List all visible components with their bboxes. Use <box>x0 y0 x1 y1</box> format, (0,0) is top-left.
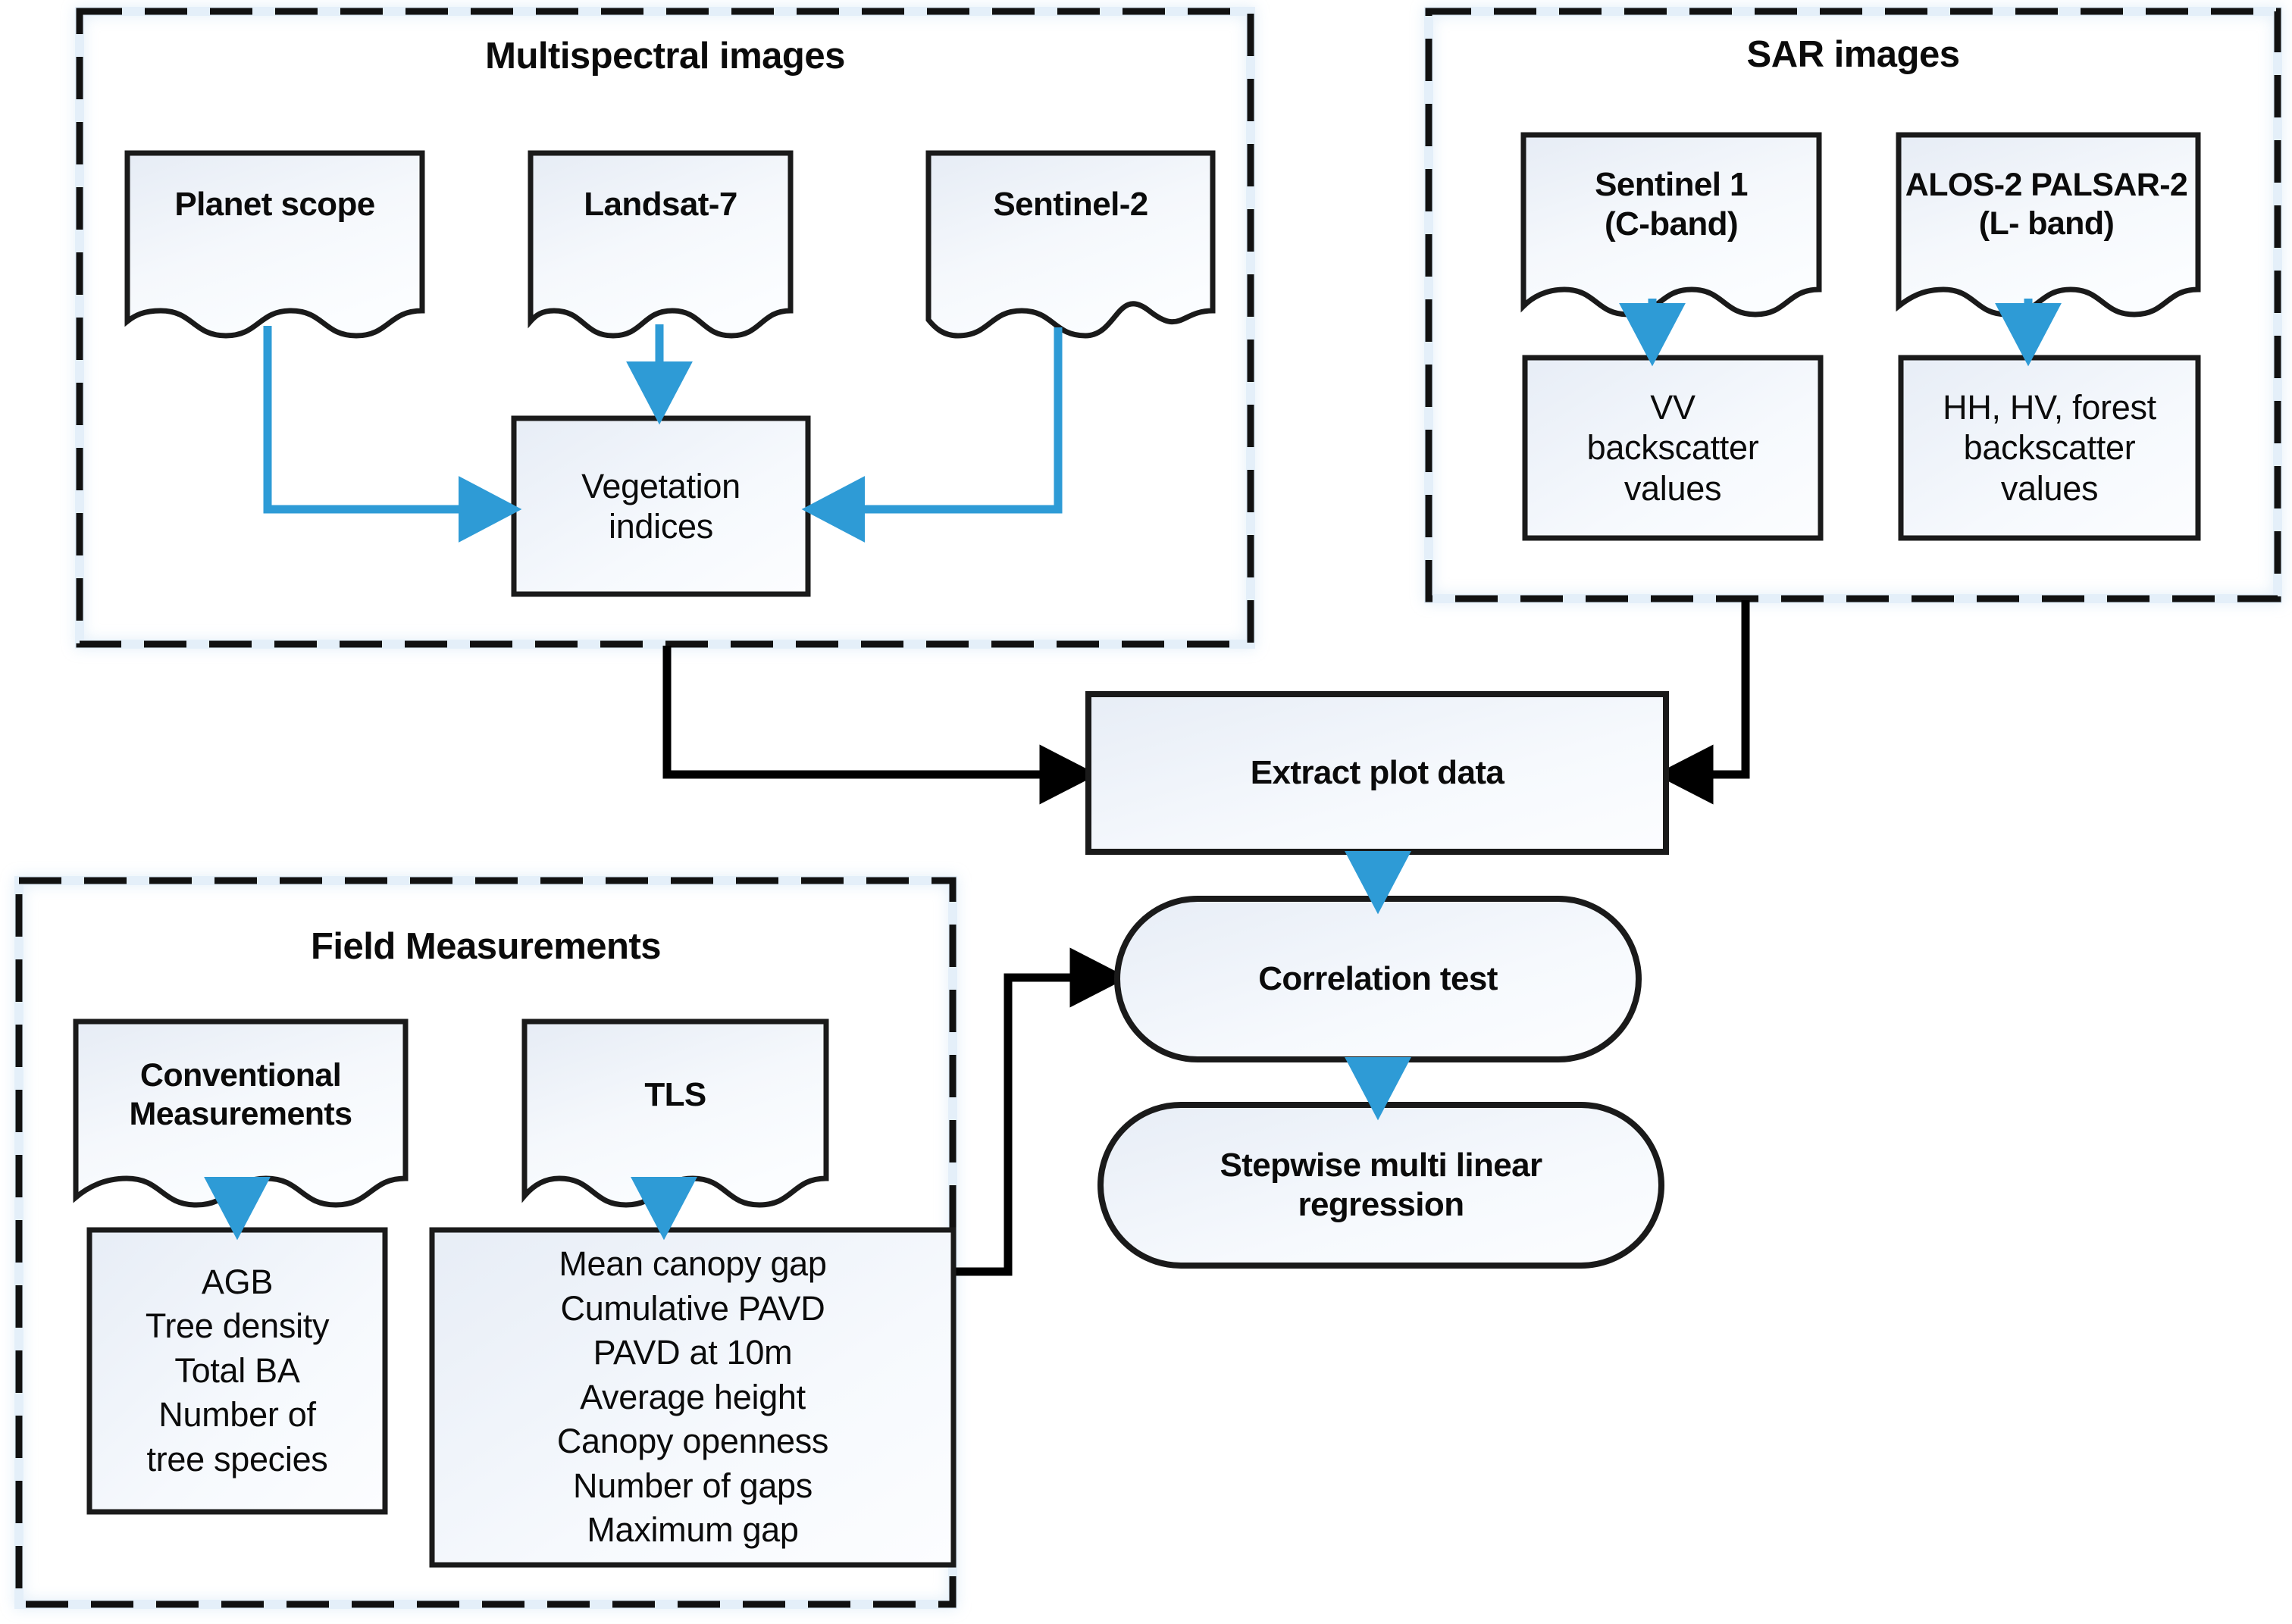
node-planet-scope[interactable] <box>124 150 425 339</box>
node-alos2-palsar2[interactable] <box>1896 132 2201 318</box>
edge-sar-to-extract <box>1655 600 1750 805</box>
edge-field-to-correlation <box>953 947 1129 1276</box>
node-tls-outputs[interactable] <box>429 1227 957 1568</box>
node-sentinel1[interactable] <box>1520 132 1822 318</box>
edge-planet-to-vegetation <box>263 326 522 543</box>
node-correlation-test[interactable] <box>1114 896 1642 1062</box>
edge-sentinel2-to-vegetation <box>801 327 1063 543</box>
node-vegetation-indices[interactable] <box>511 415 811 597</box>
node-vv-backscatter[interactable] <box>1522 355 1824 541</box>
node-conventional-measurements[interactable] <box>73 1019 409 1208</box>
node-conventional-outputs[interactable] <box>86 1227 388 1515</box>
node-stepwise-regression[interactable] <box>1097 1102 1664 1269</box>
node-hh-hv-backscatter[interactable] <box>1898 355 2201 541</box>
node-landsat7[interactable] <box>528 150 794 339</box>
node-extract-plot-data[interactable] <box>1085 691 1669 855</box>
group-multispectral-border <box>75 7 1255 649</box>
group-sar-border <box>1424 7 2282 603</box>
edge-multispectral-to-extract <box>662 646 1098 805</box>
node-tls[interactable] <box>521 1019 829 1208</box>
node-sentinel2[interactable] <box>925 150 1216 339</box>
